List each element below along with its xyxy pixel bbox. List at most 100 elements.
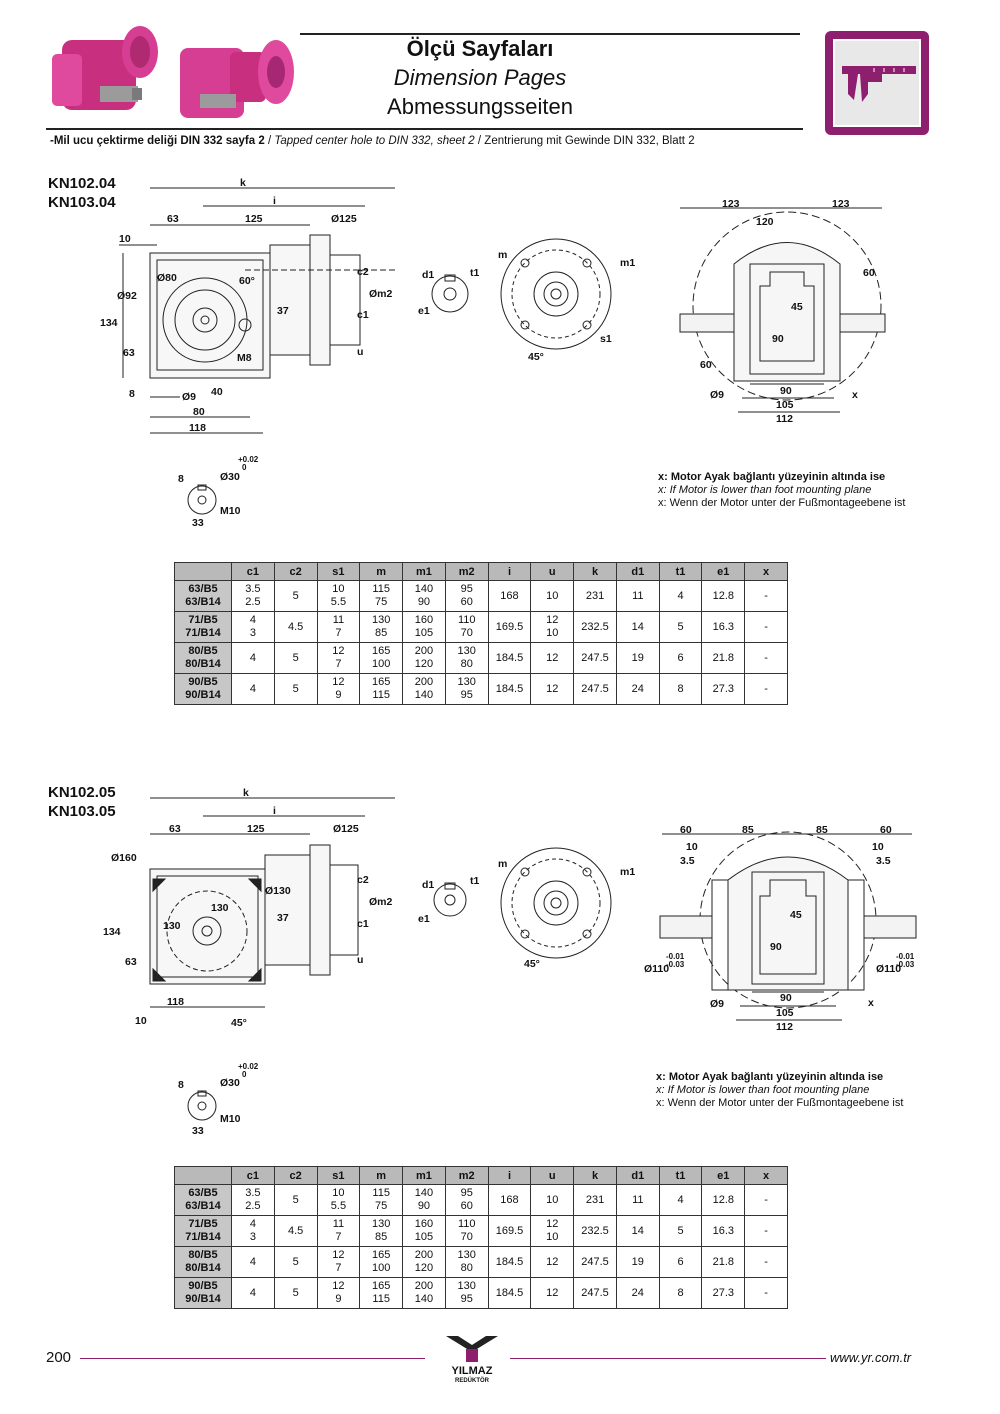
tol-4: -0.03 bbox=[896, 960, 915, 969]
dim-60deg: 60° bbox=[239, 275, 255, 287]
column-header: m bbox=[359, 1166, 404, 1185]
dim-dia9: Ø9 bbox=[182, 391, 196, 403]
dim-125: 125 bbox=[245, 213, 263, 225]
table-cell: 247.5 bbox=[573, 642, 617, 674]
table-cell: 16.3 bbox=[701, 1215, 746, 1247]
dim-m10: M10 bbox=[220, 505, 241, 517]
dim-45deg: 45° bbox=[524, 958, 540, 970]
dim-m8: M8 bbox=[237, 352, 252, 364]
dim-130a: 130 bbox=[211, 902, 229, 914]
dim-134: 134 bbox=[100, 317, 118, 329]
dim-60a: 60 bbox=[680, 824, 692, 836]
table-cell: 12.8 bbox=[701, 1184, 746, 1216]
table-cell: 4 bbox=[231, 1277, 275, 1309]
dim-dia130: Ø130 bbox=[265, 885, 291, 897]
dim-10: 10 bbox=[119, 233, 131, 245]
flange-view-drawing-1: m m1 s1 45° bbox=[498, 238, 635, 363]
dim-60b: 60 bbox=[880, 824, 892, 836]
table-cell: 24 bbox=[615, 1277, 660, 1309]
column-header: t1 bbox=[658, 1166, 703, 1185]
column-header: c2 bbox=[273, 1166, 318, 1185]
dim-85b: 85 bbox=[816, 824, 828, 836]
dim-33: 33 bbox=[192, 1125, 204, 1137]
table-cell: 12 bbox=[530, 1246, 575, 1278]
dim-m: m bbox=[498, 249, 507, 261]
dim-125: 125 bbox=[247, 823, 265, 835]
dim-c1: c1 bbox=[357, 309, 369, 321]
tol-lower: 0 bbox=[242, 463, 247, 472]
column-header: x bbox=[744, 562, 788, 581]
column-header: s1 bbox=[316, 562, 361, 581]
model-name: KN103.05 bbox=[48, 803, 116, 820]
footer-rule-right bbox=[510, 1358, 826, 1359]
table-cell: 5 bbox=[273, 1184, 318, 1216]
dim-m1: m1 bbox=[620, 866, 635, 878]
tol-lower: 0 bbox=[242, 1070, 247, 1079]
table-cell: 232.5 bbox=[573, 611, 617, 643]
table-cell: 5 bbox=[273, 1246, 318, 1278]
dim-112: 112 bbox=[776, 413, 793, 425]
table-cell: 5 bbox=[273, 1277, 318, 1309]
table-cell: 6 bbox=[658, 1246, 703, 1278]
note-en: x: If Motor is lower than foot mounting … bbox=[658, 484, 872, 496]
table-cell: 12 bbox=[530, 642, 575, 674]
table-cell: 11 bbox=[615, 1184, 660, 1216]
tol-upper: +0.02 bbox=[238, 455, 259, 464]
dim-dm2: Øm2 bbox=[369, 288, 393, 300]
table-cell: 14 bbox=[615, 611, 660, 643]
table-cell: 27.3 bbox=[701, 1277, 746, 1309]
table-cell: - bbox=[744, 1246, 788, 1278]
column-header: k bbox=[573, 562, 617, 581]
side-view-drawing-2: k i 63 125 Ø125 Ø160 Ø130 130 130 37 134… bbox=[103, 787, 395, 1029]
dim-dia80: Ø80 bbox=[157, 272, 177, 284]
dim-c1: c1 bbox=[357, 918, 369, 930]
table-cell: - bbox=[744, 580, 788, 612]
dim-40: 40 bbox=[211, 386, 223, 398]
table-cell: 19 bbox=[615, 642, 660, 674]
footer-rule-left bbox=[80, 1358, 425, 1359]
table-cell: 5 bbox=[273, 673, 318, 705]
dim-37: 37 bbox=[277, 305, 289, 317]
dim-45: 45 bbox=[791, 301, 803, 313]
note-de: x: Wenn der Motor unter der Fußmontageeb… bbox=[658, 497, 906, 509]
dim-105: 105 bbox=[776, 1007, 794, 1019]
column-header bbox=[174, 562, 232, 581]
header-rule-bottom bbox=[46, 128, 803, 130]
column-header: m bbox=[359, 562, 404, 581]
table-cell: - bbox=[744, 642, 788, 674]
website-url: www.yr.com.tr bbox=[830, 1350, 912, 1365]
shaft-end-drawing-2: 8 Ø30 +0.02 0 33 M10 bbox=[178, 1062, 259, 1137]
dim-dia110a: Ø110 bbox=[644, 963, 669, 975]
shaft-key-section-1: d1 t1 e1 bbox=[418, 267, 479, 317]
tol-1: -0.01 bbox=[666, 952, 685, 961]
column-header: d1 bbox=[615, 562, 660, 581]
column-header: c1 bbox=[231, 1166, 275, 1185]
dim-dm2: Øm2 bbox=[369, 896, 393, 908]
column-header: x bbox=[744, 1166, 788, 1185]
table-cell: 247.5 bbox=[573, 1277, 617, 1309]
table-cell: 169.5 bbox=[487, 611, 532, 643]
dim-c2: c2 bbox=[357, 874, 369, 886]
table-cell: 8 bbox=[658, 673, 703, 705]
column-header: m1 bbox=[402, 562, 446, 581]
model-names-1: KN102.04 KN103.04 bbox=[48, 174, 116, 212]
table-cell: 14 bbox=[615, 1215, 660, 1247]
table-cell: 247.5 bbox=[573, 1246, 617, 1278]
